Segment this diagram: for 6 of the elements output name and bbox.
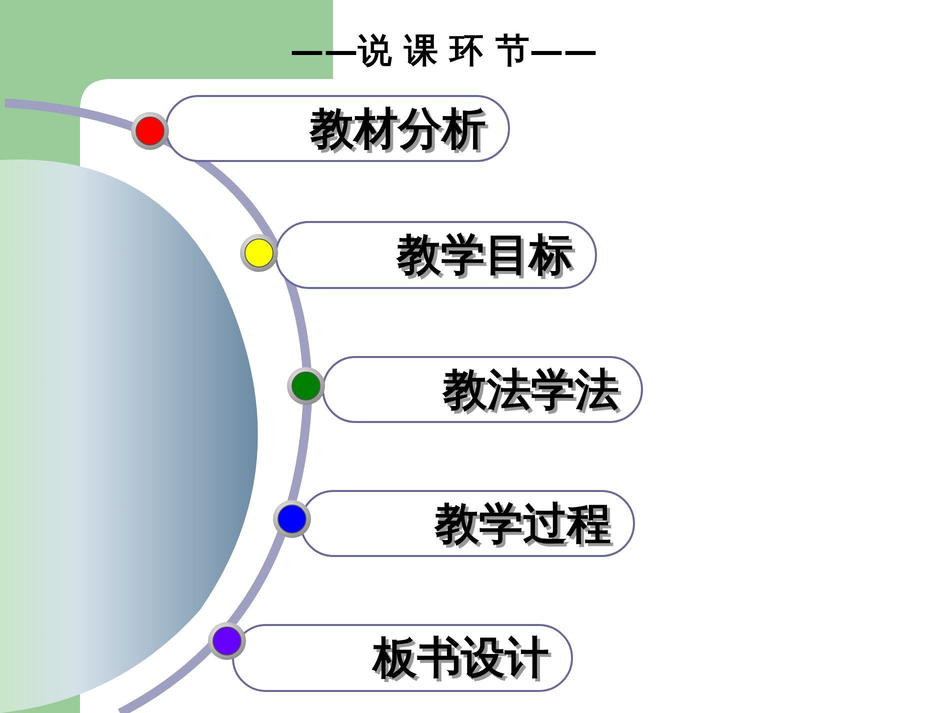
title: ——说 课 环 节—— <box>290 30 598 73</box>
topic-pill: 教法学法 <box>322 356 643 423</box>
topic-pill: 板书设计 <box>232 624 573 692</box>
topic-pill: 教材分析 <box>165 95 510 162</box>
topic-pill: 教学过程 <box>300 490 635 557</box>
topic-pill: 教学目标 <box>275 221 597 289</box>
